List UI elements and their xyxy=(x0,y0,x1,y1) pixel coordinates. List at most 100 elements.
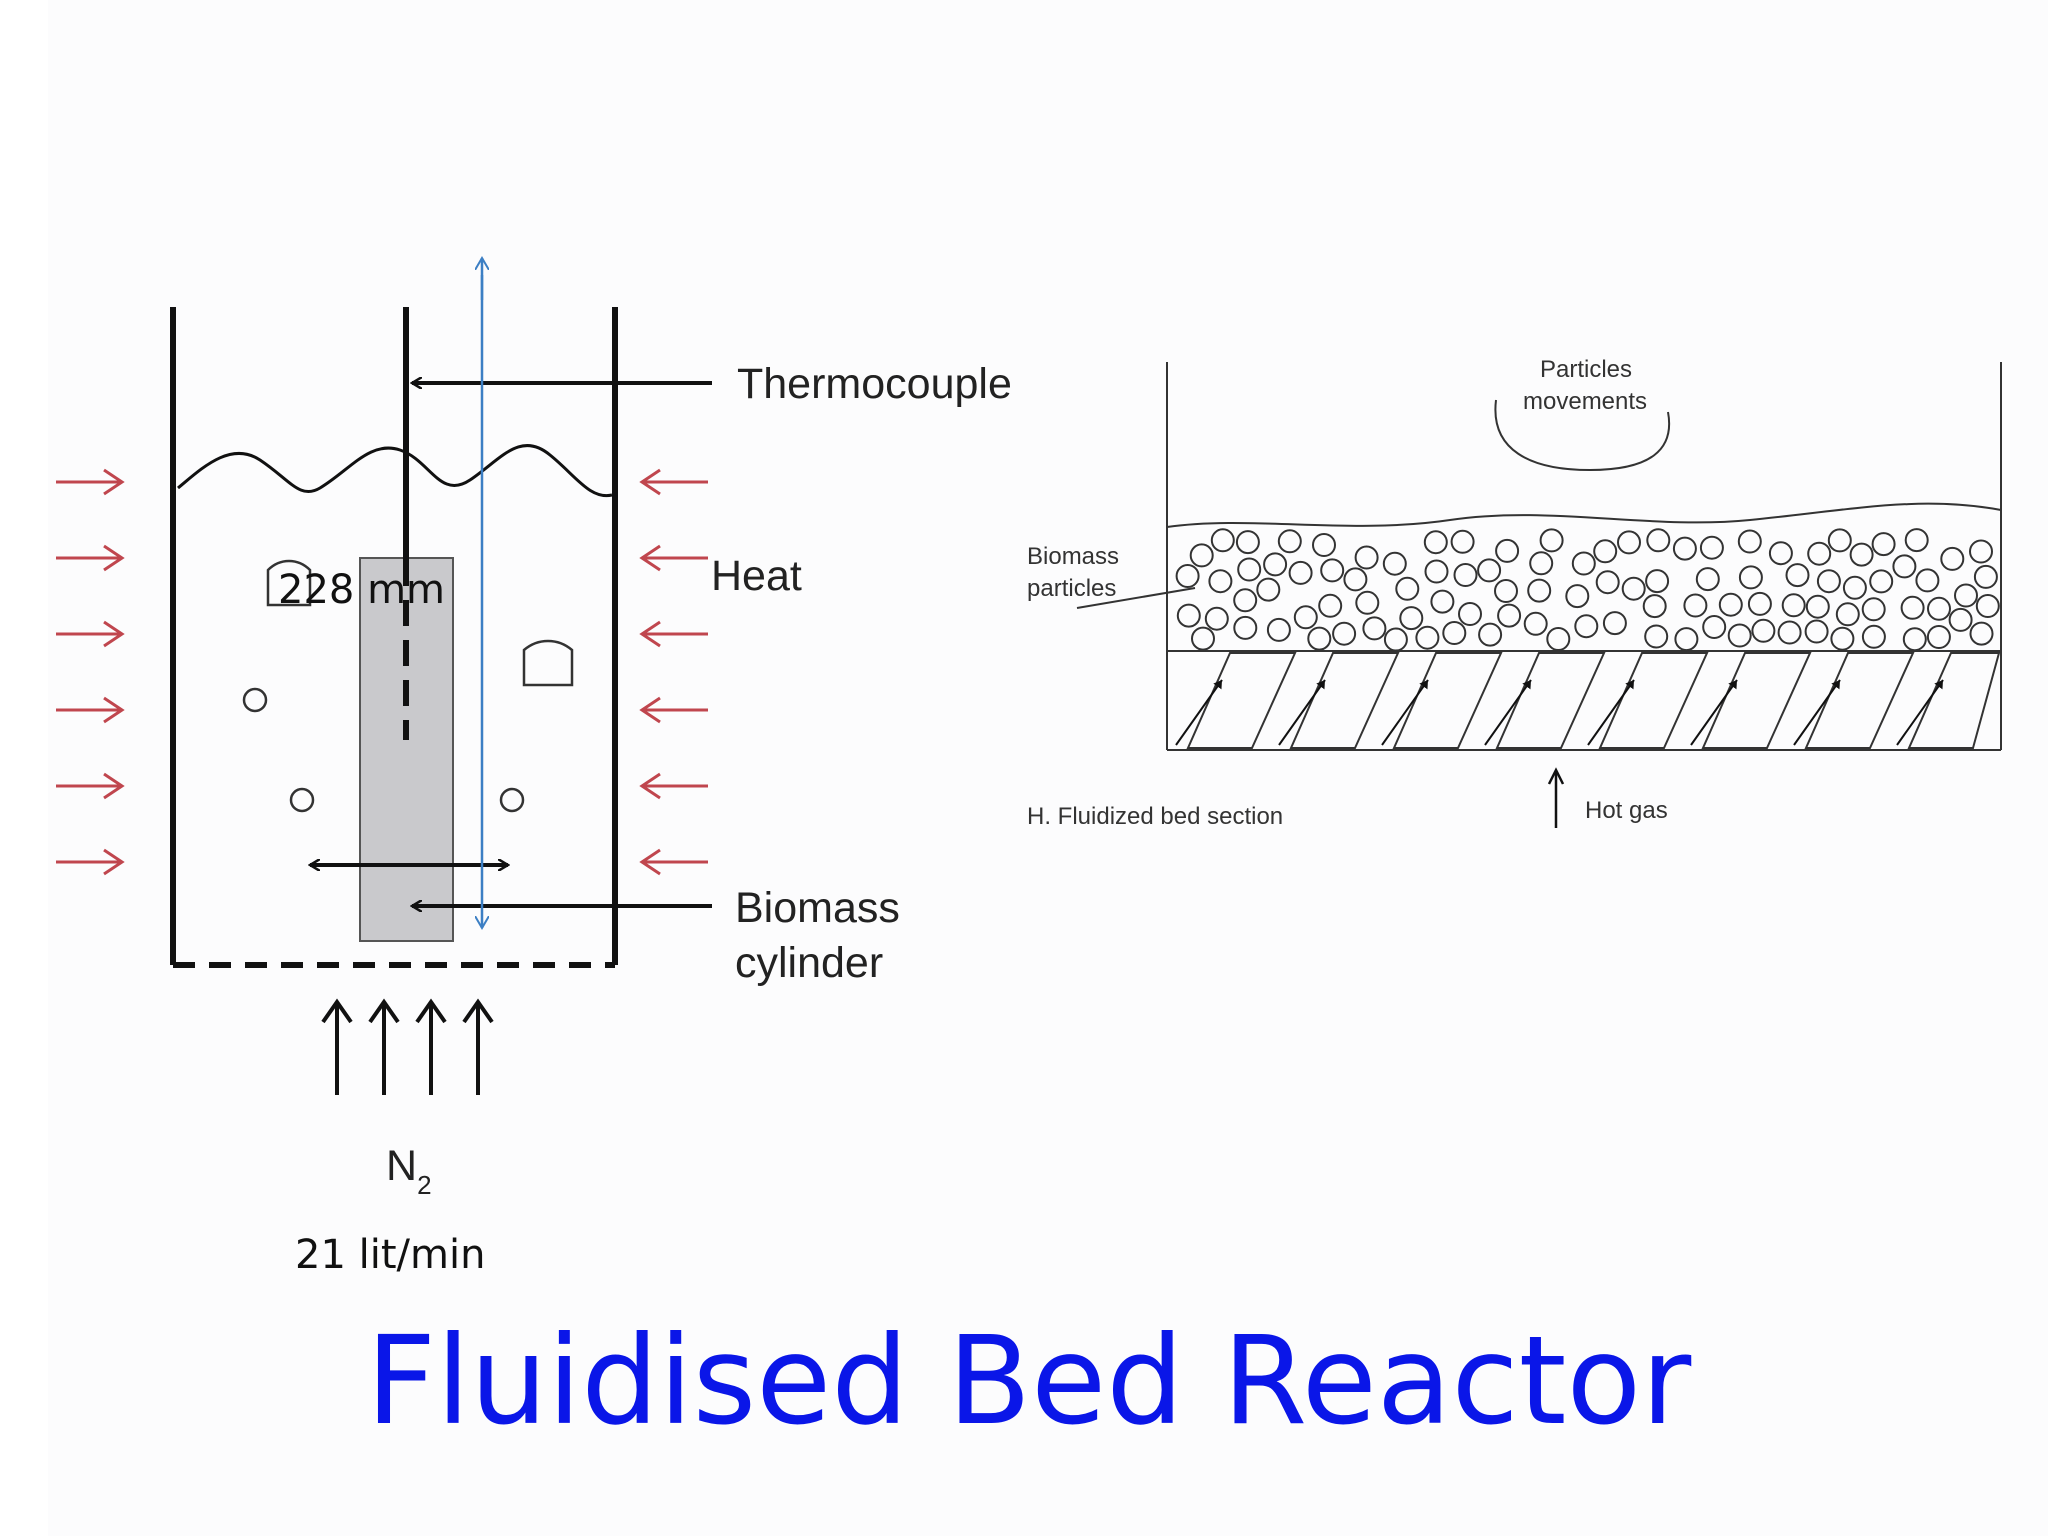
heat-arrow-icon xyxy=(56,696,125,724)
particle-cup xyxy=(266,559,312,607)
heat-arrow-icon xyxy=(639,696,708,724)
particle xyxy=(1926,625,1951,649)
small-arrow-icon xyxy=(1175,679,1223,746)
particle xyxy=(1458,602,1482,626)
heat-arrow-icon xyxy=(639,772,708,800)
particle xyxy=(1738,565,1763,590)
particle xyxy=(1595,570,1620,595)
heat-arrow-icon xyxy=(639,468,708,496)
particle xyxy=(1320,558,1345,583)
particle xyxy=(1395,576,1420,601)
particle xyxy=(1355,590,1380,615)
heat-arrow-icon xyxy=(639,544,708,572)
particle xyxy=(1539,528,1564,553)
particle xyxy=(1424,559,1449,584)
particle xyxy=(1430,589,1455,614)
particle xyxy=(1835,602,1860,627)
gas-arrow-icon xyxy=(415,998,447,1095)
particle xyxy=(1382,551,1407,576)
particle xyxy=(1210,528,1235,553)
small-arrow-icon xyxy=(1793,679,1841,746)
particle xyxy=(1208,569,1233,594)
particle xyxy=(1975,594,2000,618)
particles-movements-label-1: Particles xyxy=(1540,356,1632,383)
biomass-particles-label-1: Biomass xyxy=(1027,543,1119,570)
particle xyxy=(1954,583,1978,608)
particle xyxy=(1785,563,1810,588)
particle xyxy=(1830,626,1855,651)
heat-arrow-icon xyxy=(56,848,125,876)
particle xyxy=(1672,536,1697,561)
bubble xyxy=(289,787,315,813)
particle xyxy=(1235,530,1260,555)
particle xyxy=(1674,627,1699,652)
particle xyxy=(1869,569,1894,594)
gas-arrow-icon xyxy=(462,998,494,1095)
section-label: H. Fluidized bed section xyxy=(1027,803,1283,830)
particle xyxy=(1204,606,1229,631)
particle xyxy=(1495,538,1520,563)
particle xyxy=(1450,529,1475,554)
particle xyxy=(1175,564,1200,588)
particles-movements-label-2: movements xyxy=(1523,388,1647,415)
particle xyxy=(1293,605,1318,630)
particle xyxy=(1593,539,1618,564)
particle xyxy=(1927,596,1951,621)
heat-arrow-icon xyxy=(639,848,708,876)
small-arrow-icon xyxy=(1896,679,1944,746)
grid-slot xyxy=(1289,652,1400,749)
gas-arrow-icon xyxy=(368,998,400,1095)
particle xyxy=(1527,578,1552,603)
particle xyxy=(1523,611,1548,636)
particle-movement-arc xyxy=(1494,399,1671,472)
heat-label: Heat xyxy=(711,552,802,600)
height-annotation: 228 mm xyxy=(278,567,445,613)
particle xyxy=(1646,528,1671,553)
particle xyxy=(1263,552,1288,577)
particle xyxy=(1807,541,1832,566)
thermocouple-label: Thermocouple xyxy=(737,360,1012,408)
particle xyxy=(1318,593,1343,618)
particle xyxy=(1871,532,1896,557)
grid-slot xyxy=(1392,652,1503,749)
biomass-cylinder-label-1: Biomass xyxy=(735,884,900,932)
particle xyxy=(1362,616,1387,641)
particle xyxy=(1529,551,1554,576)
particle xyxy=(1816,569,1841,594)
hot-gas-arrow-icon xyxy=(1547,767,1565,828)
particle xyxy=(1737,529,1762,554)
particle xyxy=(1354,545,1379,570)
particle xyxy=(1644,624,1669,649)
bed-surface xyxy=(177,444,613,498)
particle xyxy=(1892,554,1917,579)
gas-arrow-icon xyxy=(321,998,353,1095)
particle xyxy=(1176,603,1201,628)
particle xyxy=(1827,528,1852,553)
heat-arrow-icon xyxy=(56,544,125,572)
particle xyxy=(1191,626,1215,651)
particle xyxy=(1849,542,1874,567)
particle xyxy=(1288,560,1313,585)
particle xyxy=(1497,603,1522,628)
particle xyxy=(1861,624,1886,649)
particle xyxy=(1332,621,1357,646)
heat-arrows-right xyxy=(639,468,708,876)
heat-arrow-icon xyxy=(56,468,125,496)
particle xyxy=(1343,567,1368,592)
particle xyxy=(1571,551,1596,576)
particle xyxy=(1237,557,1262,582)
small-arrow-icon xyxy=(1381,679,1429,746)
heat-arrow-icon xyxy=(56,620,125,648)
particle xyxy=(1751,618,1776,643)
small-arrow-icon xyxy=(1587,679,1635,746)
particle xyxy=(1645,569,1670,594)
particle xyxy=(1442,621,1467,645)
heat-arrow-icon xyxy=(56,772,125,800)
gas-subscript: 2 xyxy=(417,1170,431,1200)
small-arrow-icon xyxy=(1278,679,1326,746)
particle xyxy=(1718,592,1743,617)
particle xyxy=(1423,530,1448,555)
gas-inlet-arrows xyxy=(321,998,494,1095)
particle xyxy=(1842,575,1867,600)
hot-gas-label: Hot gas xyxy=(1585,797,1668,824)
